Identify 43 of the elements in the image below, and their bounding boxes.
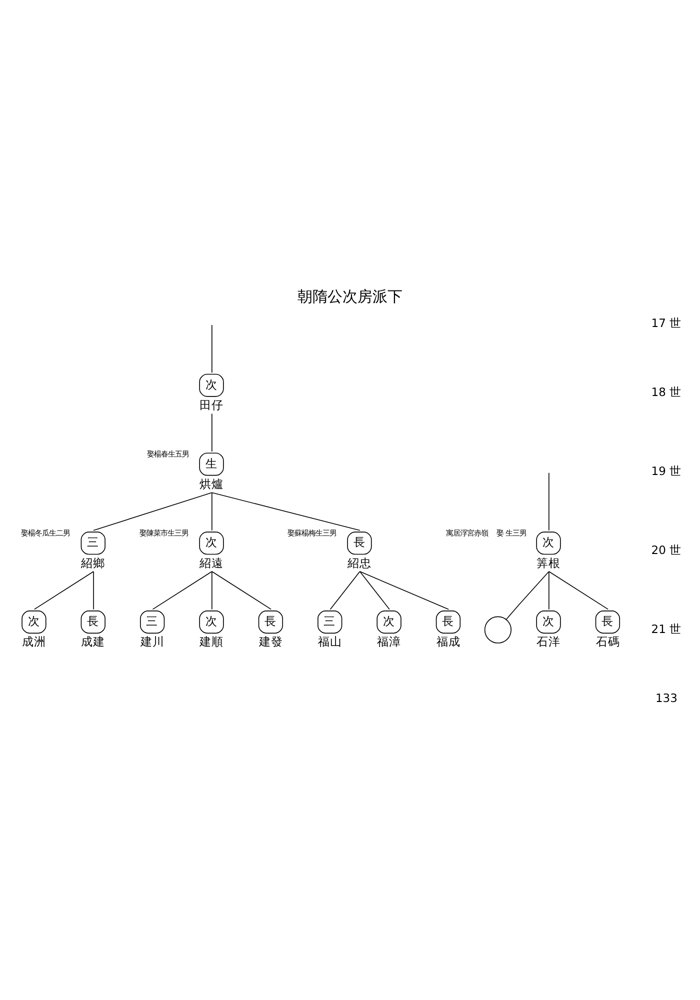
label: 20 世 bbox=[651, 543, 682, 558]
node-label: 成洲 bbox=[22, 634, 46, 649]
diagram-title: 朝隋公次房派下 bbox=[298, 288, 402, 306]
label: 19 世 bbox=[651, 464, 682, 478]
node-label: 成建 bbox=[81, 634, 106, 649]
connector bbox=[93, 571, 94, 610]
node-label: 寓居浮宮赤嶺 bbox=[446, 528, 488, 538]
node-label: 建川 bbox=[140, 634, 164, 649]
node-label: 福漳 bbox=[377, 634, 402, 649]
connector bbox=[212, 571, 272, 610]
connector bbox=[93, 492, 212, 531]
label: 133 bbox=[655, 690, 678, 705]
node-label: 紹忠 bbox=[348, 556, 372, 570]
node-label: 石洋 bbox=[536, 634, 561, 649]
node-label: 筭根 bbox=[536, 556, 561, 570]
node-label: 石碼 bbox=[596, 634, 620, 649]
connector bbox=[212, 492, 360, 531]
connector bbox=[152, 571, 212, 610]
connector bbox=[506, 571, 550, 620]
node-circle bbox=[484, 616, 512, 644]
node-label: 娶 生三男 bbox=[496, 528, 527, 538]
connector bbox=[548, 571, 550, 610]
connector bbox=[548, 571, 608, 610]
label: 21 世 bbox=[651, 622, 682, 636]
node-label: 娶楊冬瓜生二男 bbox=[21, 528, 70, 538]
connector bbox=[34, 571, 94, 610]
node-label: 建順 bbox=[200, 634, 224, 649]
node-label: 娶蘇楊梅生三男 bbox=[288, 528, 337, 538]
node-label: 紹鄉 bbox=[81, 556, 106, 570]
node-label: 建發 bbox=[258, 634, 283, 649]
connector bbox=[359, 571, 450, 610]
node-label: 紹遠 bbox=[200, 556, 224, 570]
connector bbox=[330, 571, 360, 610]
connector bbox=[548, 472, 550, 531]
node-label: 福山 bbox=[318, 634, 342, 649]
label: 17 世 bbox=[651, 316, 682, 330]
node-label: 福成 bbox=[436, 634, 460, 649]
node-label: 田仔 bbox=[200, 398, 224, 412]
connector bbox=[359, 571, 390, 610]
node-label: 烘爐 bbox=[200, 476, 224, 491]
node-label: 娶陳菜市生三男 bbox=[140, 528, 189, 538]
label: 18 世 bbox=[651, 385, 682, 400]
node-label: 娶楊春生五男 bbox=[146, 450, 189, 459]
